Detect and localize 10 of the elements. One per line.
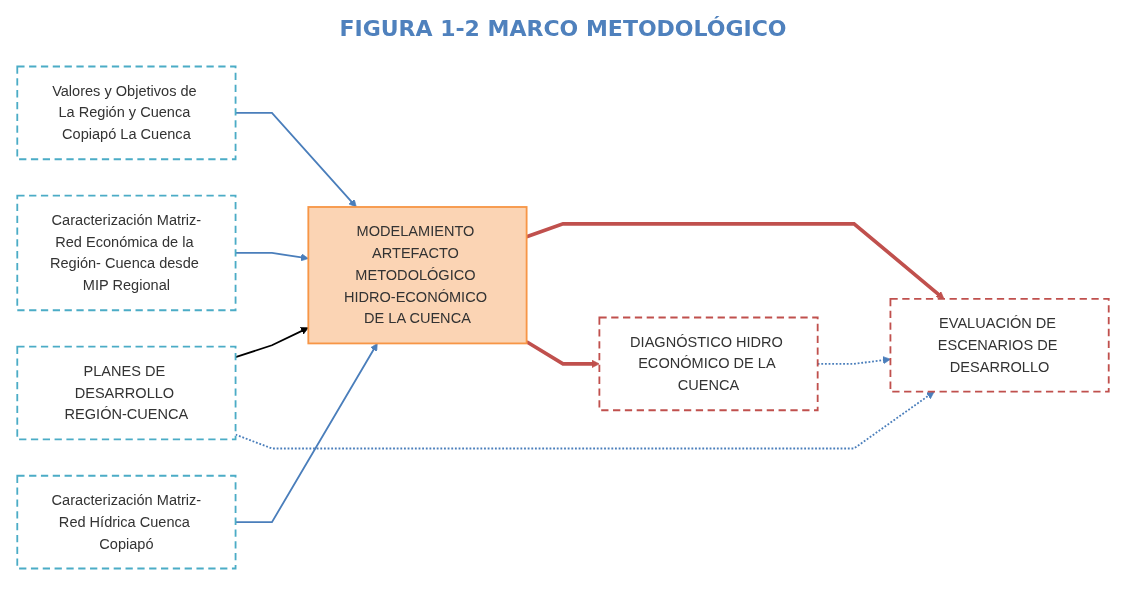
node-box: Caracterización Matriz-Red Económica de la Región- Cuenca desde MIP Regional	[16, 194, 237, 312]
node-box: MODELAMIENTO ARTEFACTO METODOLÓGICO HIDRO-ECONÓMICO DE LA CUENCA	[307, 206, 528, 345]
node-box: Valores y Objetivos de La Región y Cuenca Copiapó La Cuenca	[16, 65, 237, 161]
node-box: Caracterización Matriz-Red Hídrica Cuenca Copiapó	[16, 474, 237, 570]
node-box: EVALUACIÓN DE ESCENARIOS DE DESARROLLO	[889, 297, 1110, 393]
node-box: PLANES DE DESARROLLO REGIÓN-CUENCA	[16, 345, 237, 441]
diagram-title: FIGURA 1-2 MARCO METODOLÓGICO	[339, 16, 787, 41]
arrow	[526, 222, 945, 300]
arrow	[525, 340, 600, 368]
node-box: DIAGNÓSTICO HIDRO ECONÓMICO DE LA CUENCA	[598, 316, 819, 412]
